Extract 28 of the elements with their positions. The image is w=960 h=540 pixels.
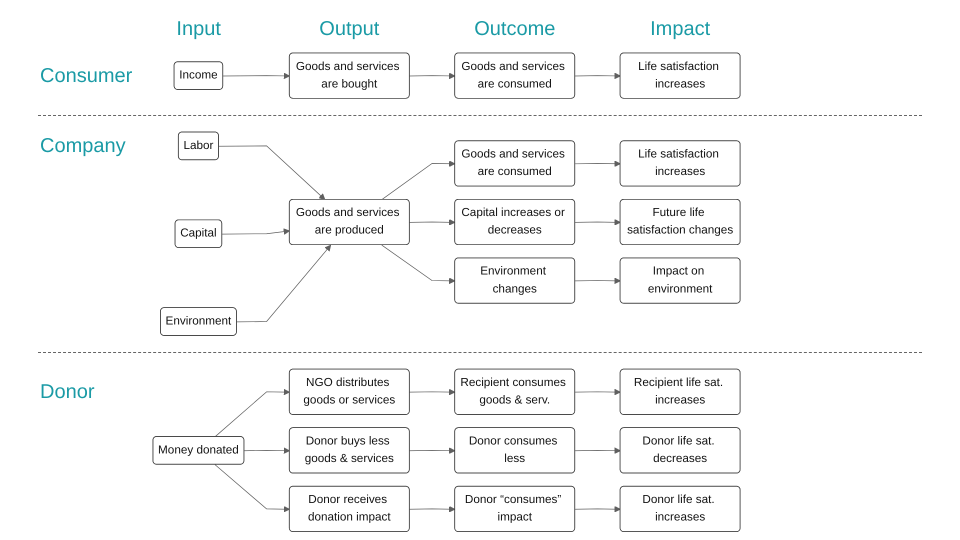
row-label: Company bbox=[40, 134, 126, 158]
column-header: Outcome bbox=[474, 16, 556, 41]
arrow bbox=[222, 228, 290, 235]
arrow bbox=[409, 447, 456, 454]
arrow bbox=[574, 278, 621, 284]
arrow bbox=[222, 72, 290, 80]
arrow bbox=[381, 160, 456, 200]
arrow bbox=[574, 447, 621, 454]
arrow bbox=[409, 219, 456, 226]
column-header: Output bbox=[319, 16, 380, 41]
arrow bbox=[214, 464, 290, 512]
arrow bbox=[214, 388, 290, 438]
arrow bbox=[409, 72, 456, 80]
column-header: Input bbox=[176, 16, 221, 41]
arrow bbox=[236, 244, 332, 322]
row-label: Donor bbox=[40, 380, 94, 404]
row-label: Consumer bbox=[40, 64, 132, 88]
column-header: Impact bbox=[650, 16, 710, 41]
arrow bbox=[409, 506, 456, 512]
arrow bbox=[574, 72, 621, 80]
arrow bbox=[574, 219, 621, 226]
arrow bbox=[574, 388, 621, 396]
arrow bbox=[218, 146, 326, 200]
arrow bbox=[381, 244, 456, 284]
arrow bbox=[574, 506, 621, 512]
arrow bbox=[244, 447, 290, 454]
arrow bbox=[574, 160, 621, 167]
arrow bbox=[409, 388, 456, 396]
